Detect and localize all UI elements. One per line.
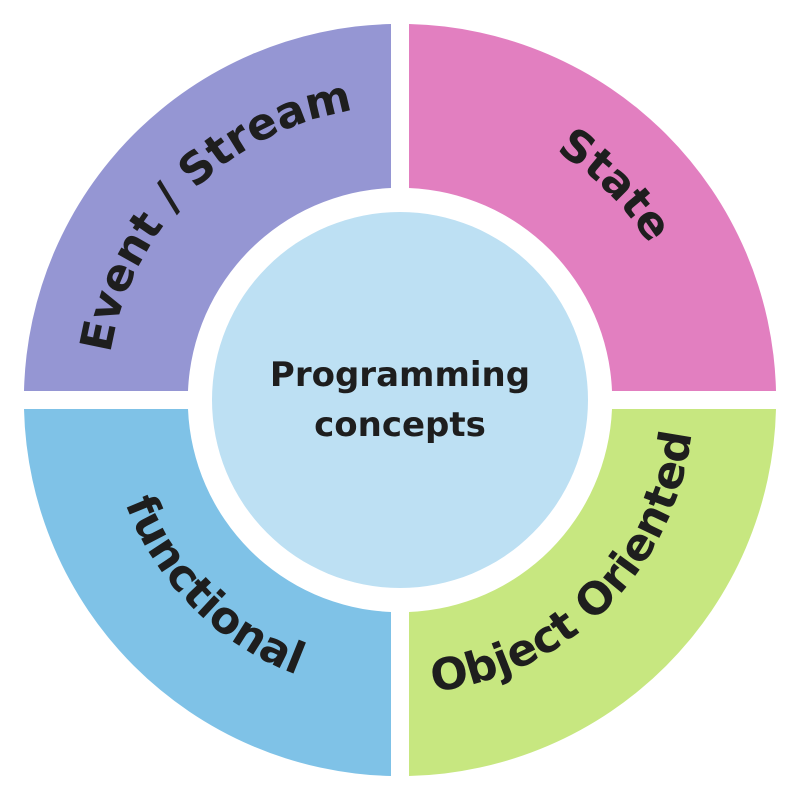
center-title-line1: Programming xyxy=(270,355,530,395)
center-hub: Programming concepts xyxy=(212,212,588,588)
segment-functional: functional xyxy=(24,409,391,776)
segment-state-shape xyxy=(409,24,776,391)
segment-object-oriented-shape xyxy=(409,409,776,776)
segment-event-stream-shape xyxy=(24,24,391,391)
center-title-line2: concepts xyxy=(314,405,486,445)
center-circle xyxy=(212,212,588,588)
segment-functional-shape xyxy=(24,409,391,776)
segment-state: State xyxy=(409,24,776,391)
